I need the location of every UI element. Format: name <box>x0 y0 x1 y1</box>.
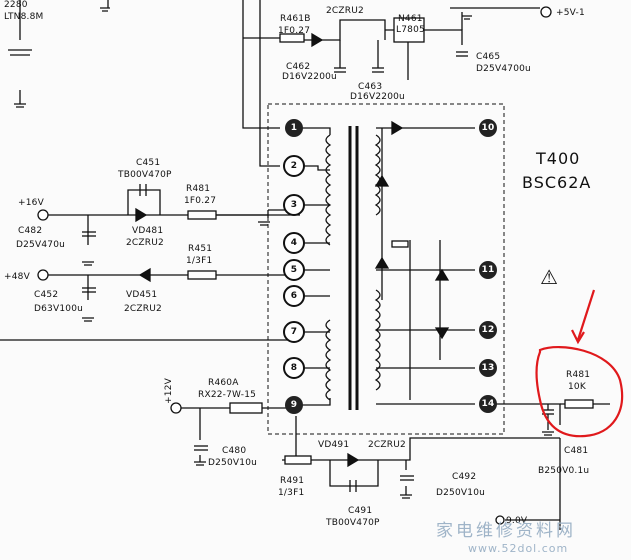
watermark-url: www.52dol.com <box>468 542 569 555</box>
c465-label: C465 <box>476 52 501 62</box>
rail-16v: +16V <box>18 198 44 208</box>
pin-5: 5 <box>283 259 305 281</box>
pin-8: 8 <box>283 357 305 379</box>
primary-coil-top <box>325 134 332 246</box>
c462-label: C462 <box>286 62 311 72</box>
r461b-label: R461B <box>280 14 311 24</box>
pin-11: 11 <box>479 261 497 279</box>
rail-12v: +12V <box>163 378 174 404</box>
c480-label: C480 <box>222 446 247 456</box>
c481-label: C481 <box>564 446 589 456</box>
secondary-coil-bottom <box>374 289 381 391</box>
pin-6: 6 <box>283 285 305 307</box>
vd491-value: 2CZRU2 <box>368 440 406 450</box>
r491-label: R491 <box>280 476 305 486</box>
pin-3: 3 <box>283 194 305 216</box>
c462-value: D16V2200u <box>282 72 337 82</box>
vd481-value: 2CZRU2 <box>126 238 164 248</box>
c491-label: C491 <box>348 506 373 516</box>
ltn-label: LTN8.8M <box>4 12 44 22</box>
r460a-value: RX22-7W-15 <box>198 390 257 400</box>
c480-value: D250V10u <box>208 458 258 468</box>
pin-7: 7 <box>283 321 305 343</box>
c492-value: D250V10u <box>436 488 486 498</box>
r481-right-label: R481 <box>566 370 591 380</box>
r481-label: R481 <box>186 184 211 194</box>
pin-10: 10 <box>479 119 497 137</box>
pin-13: 13 <box>479 359 497 377</box>
c491-value: TB00V470P <box>326 518 380 528</box>
c482-label: C482 <box>18 226 43 236</box>
c452-label: C452 <box>34 290 59 300</box>
c452-value: D63V100u <box>34 304 84 314</box>
c482-value: D25V470u <box>16 240 66 250</box>
pin-12: 12 <box>479 321 497 339</box>
watermark-text: 家电维修资料网 <box>436 521 576 541</box>
vd451-value: 2CZRU2 <box>124 304 162 314</box>
r481-right-value: 10K <box>568 382 586 392</box>
vd481-label: VD481 <box>132 226 164 236</box>
n461-label: N461 <box>398 14 423 24</box>
transformer-ref: T400 <box>536 149 581 168</box>
r481-value: 1F0.27 <box>184 196 217 206</box>
c481-value: B250V0.1u <box>538 466 590 476</box>
c492-label: C492 <box>452 472 477 482</box>
c451-value: TB00V470P <box>118 170 172 180</box>
rail-5v: +5V-1 <box>556 8 585 18</box>
transformer-model: BSC62A <box>522 173 592 192</box>
r460a-label: R460A <box>208 378 239 388</box>
pin-2: 2 <box>283 155 305 177</box>
c465-value: D25V4700u <box>476 64 531 74</box>
n461-value: L7805 <box>396 25 425 35</box>
top-left-label: 2280 <box>4 0 28 10</box>
r451-label: R451 <box>188 244 213 254</box>
c451-label: C451 <box>136 158 161 168</box>
primary-coil-bottom <box>325 319 332 401</box>
rail-9v: 9.0V <box>506 516 528 526</box>
secondary-coil-top <box>374 134 381 216</box>
r451-value: 1/3F1 <box>186 256 213 266</box>
rail-48v: +48V <box>4 272 30 282</box>
r491-value: 1/3F1 <box>278 488 305 498</box>
pin-14: 14 <box>479 395 497 413</box>
transformer-outline <box>267 103 505 435</box>
pin-1: 1 <box>285 119 303 137</box>
warning-icon: ⚠ <box>540 267 558 289</box>
pin-4: 4 <box>283 232 305 254</box>
c463-label: C463 <box>358 82 383 92</box>
d461b-value: 2CZRU2 <box>326 6 364 16</box>
c463-value: D16V2200u <box>350 92 405 102</box>
vd451-label: VD451 <box>126 290 158 300</box>
pin-9: 9 <box>285 396 303 414</box>
vd491-label: VD491 <box>318 440 350 450</box>
r461b-value: 1F0.27 <box>278 26 311 36</box>
red-annotation <box>535 289 624 438</box>
